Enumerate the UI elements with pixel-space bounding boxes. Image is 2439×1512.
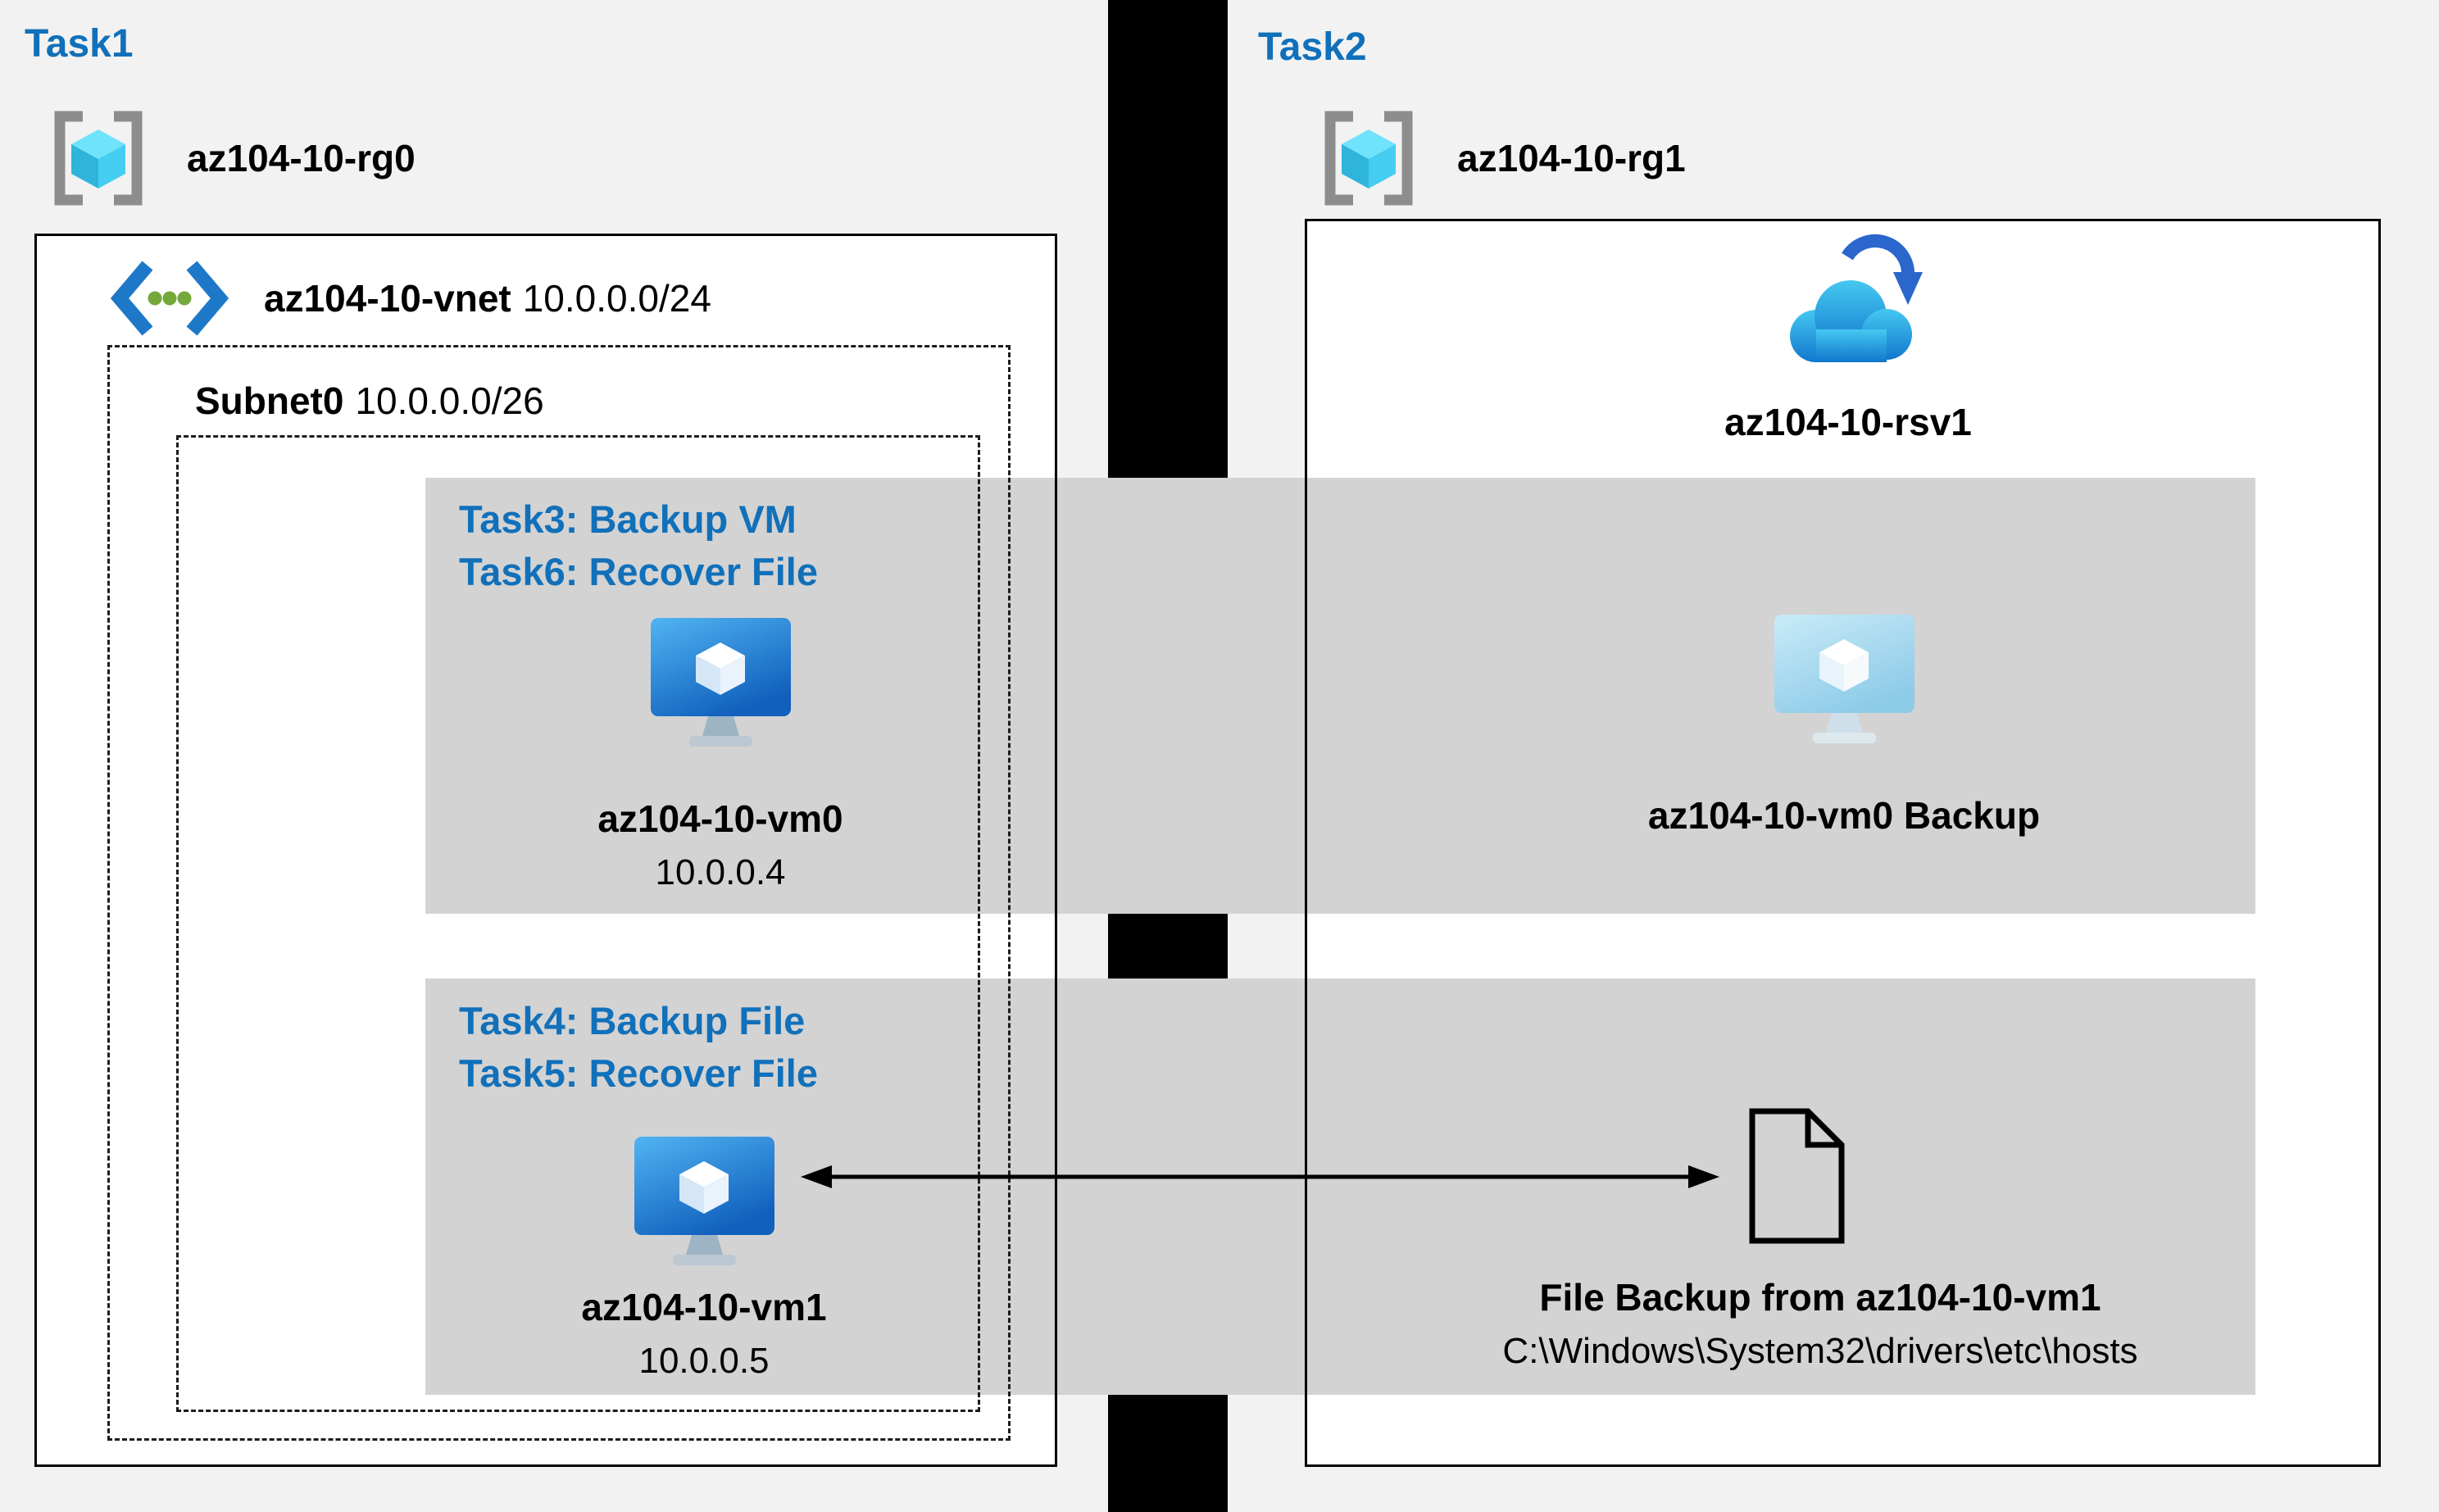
task6-note: Task6: Recover File [459, 550, 819, 593]
task2-heading: Task2 [1258, 25, 1367, 69]
subnet0-box [107, 345, 1011, 1441]
rsv-name: az104-10-rsv1 [1724, 401, 1972, 443]
vm1-task-notes: Task4: Backup File Task5: Recover File [459, 995, 818, 1100]
vm1-name: az104-10-vm1 [581, 1286, 827, 1328]
vm0-name: az104-10-vm0 [597, 797, 843, 840]
vm-backup-label: az104-10-vm0 Backup [1647, 794, 2041, 837]
vnet-label: az104-10-vnet 10.0.0.0/24 [264, 276, 711, 320]
vm-backup-icon [1769, 613, 1919, 749]
rg1-name: az104-10-rg1 [1457, 137, 1686, 179]
double-arrow-icon [799, 1157, 1721, 1196]
task1-heading: Task1 [25, 22, 134, 66]
vm0-ip: 10.0.0.4 [655, 852, 786, 892]
subnet0-inner-box [176, 435, 980, 1412]
task4-note: Task4: Backup File [459, 999, 806, 1042]
task5-note: Task5: Recover File [459, 1051, 819, 1095]
vnet-name: az104-10-vnet [264, 277, 511, 320]
vm0-task-notes: Task3: Backup VM Task6: Recover File [459, 493, 818, 598]
rg0-box-border [34, 234, 1057, 1467]
resource-group-icon [45, 105, 152, 211]
task3-note: Task3: Backup VM [459, 497, 797, 541]
vnet-icon [108, 256, 231, 342]
file-icon [1746, 1106, 1848, 1246]
rg1-box-border [1305, 219, 2381, 1467]
subnet-label: Subnet0 10.0.0.0/26 [195, 379, 544, 423]
vm1-ip: 10.0.0.5 [638, 1341, 770, 1381]
file-backup-title: File Backup from az104-10-vm1 [1539, 1276, 2101, 1319]
vm0-icon [646, 616, 796, 752]
subnet-cidr: 10.0.0.0/26 [355, 379, 544, 422]
rg0-name: az104-10-rg0 [187, 137, 416, 179]
file-backup-path: C:\Windows\System32\drivers\etc\hosts [1502, 1331, 2138, 1371]
resource-group-icon [1315, 105, 1422, 211]
vm1-icon [629, 1135, 779, 1271]
subnet-name: Subnet0 [195, 379, 344, 422]
vnet-cidr: 10.0.0.0/24 [522, 277, 711, 320]
recovery-vault-icon [1762, 229, 1934, 381]
